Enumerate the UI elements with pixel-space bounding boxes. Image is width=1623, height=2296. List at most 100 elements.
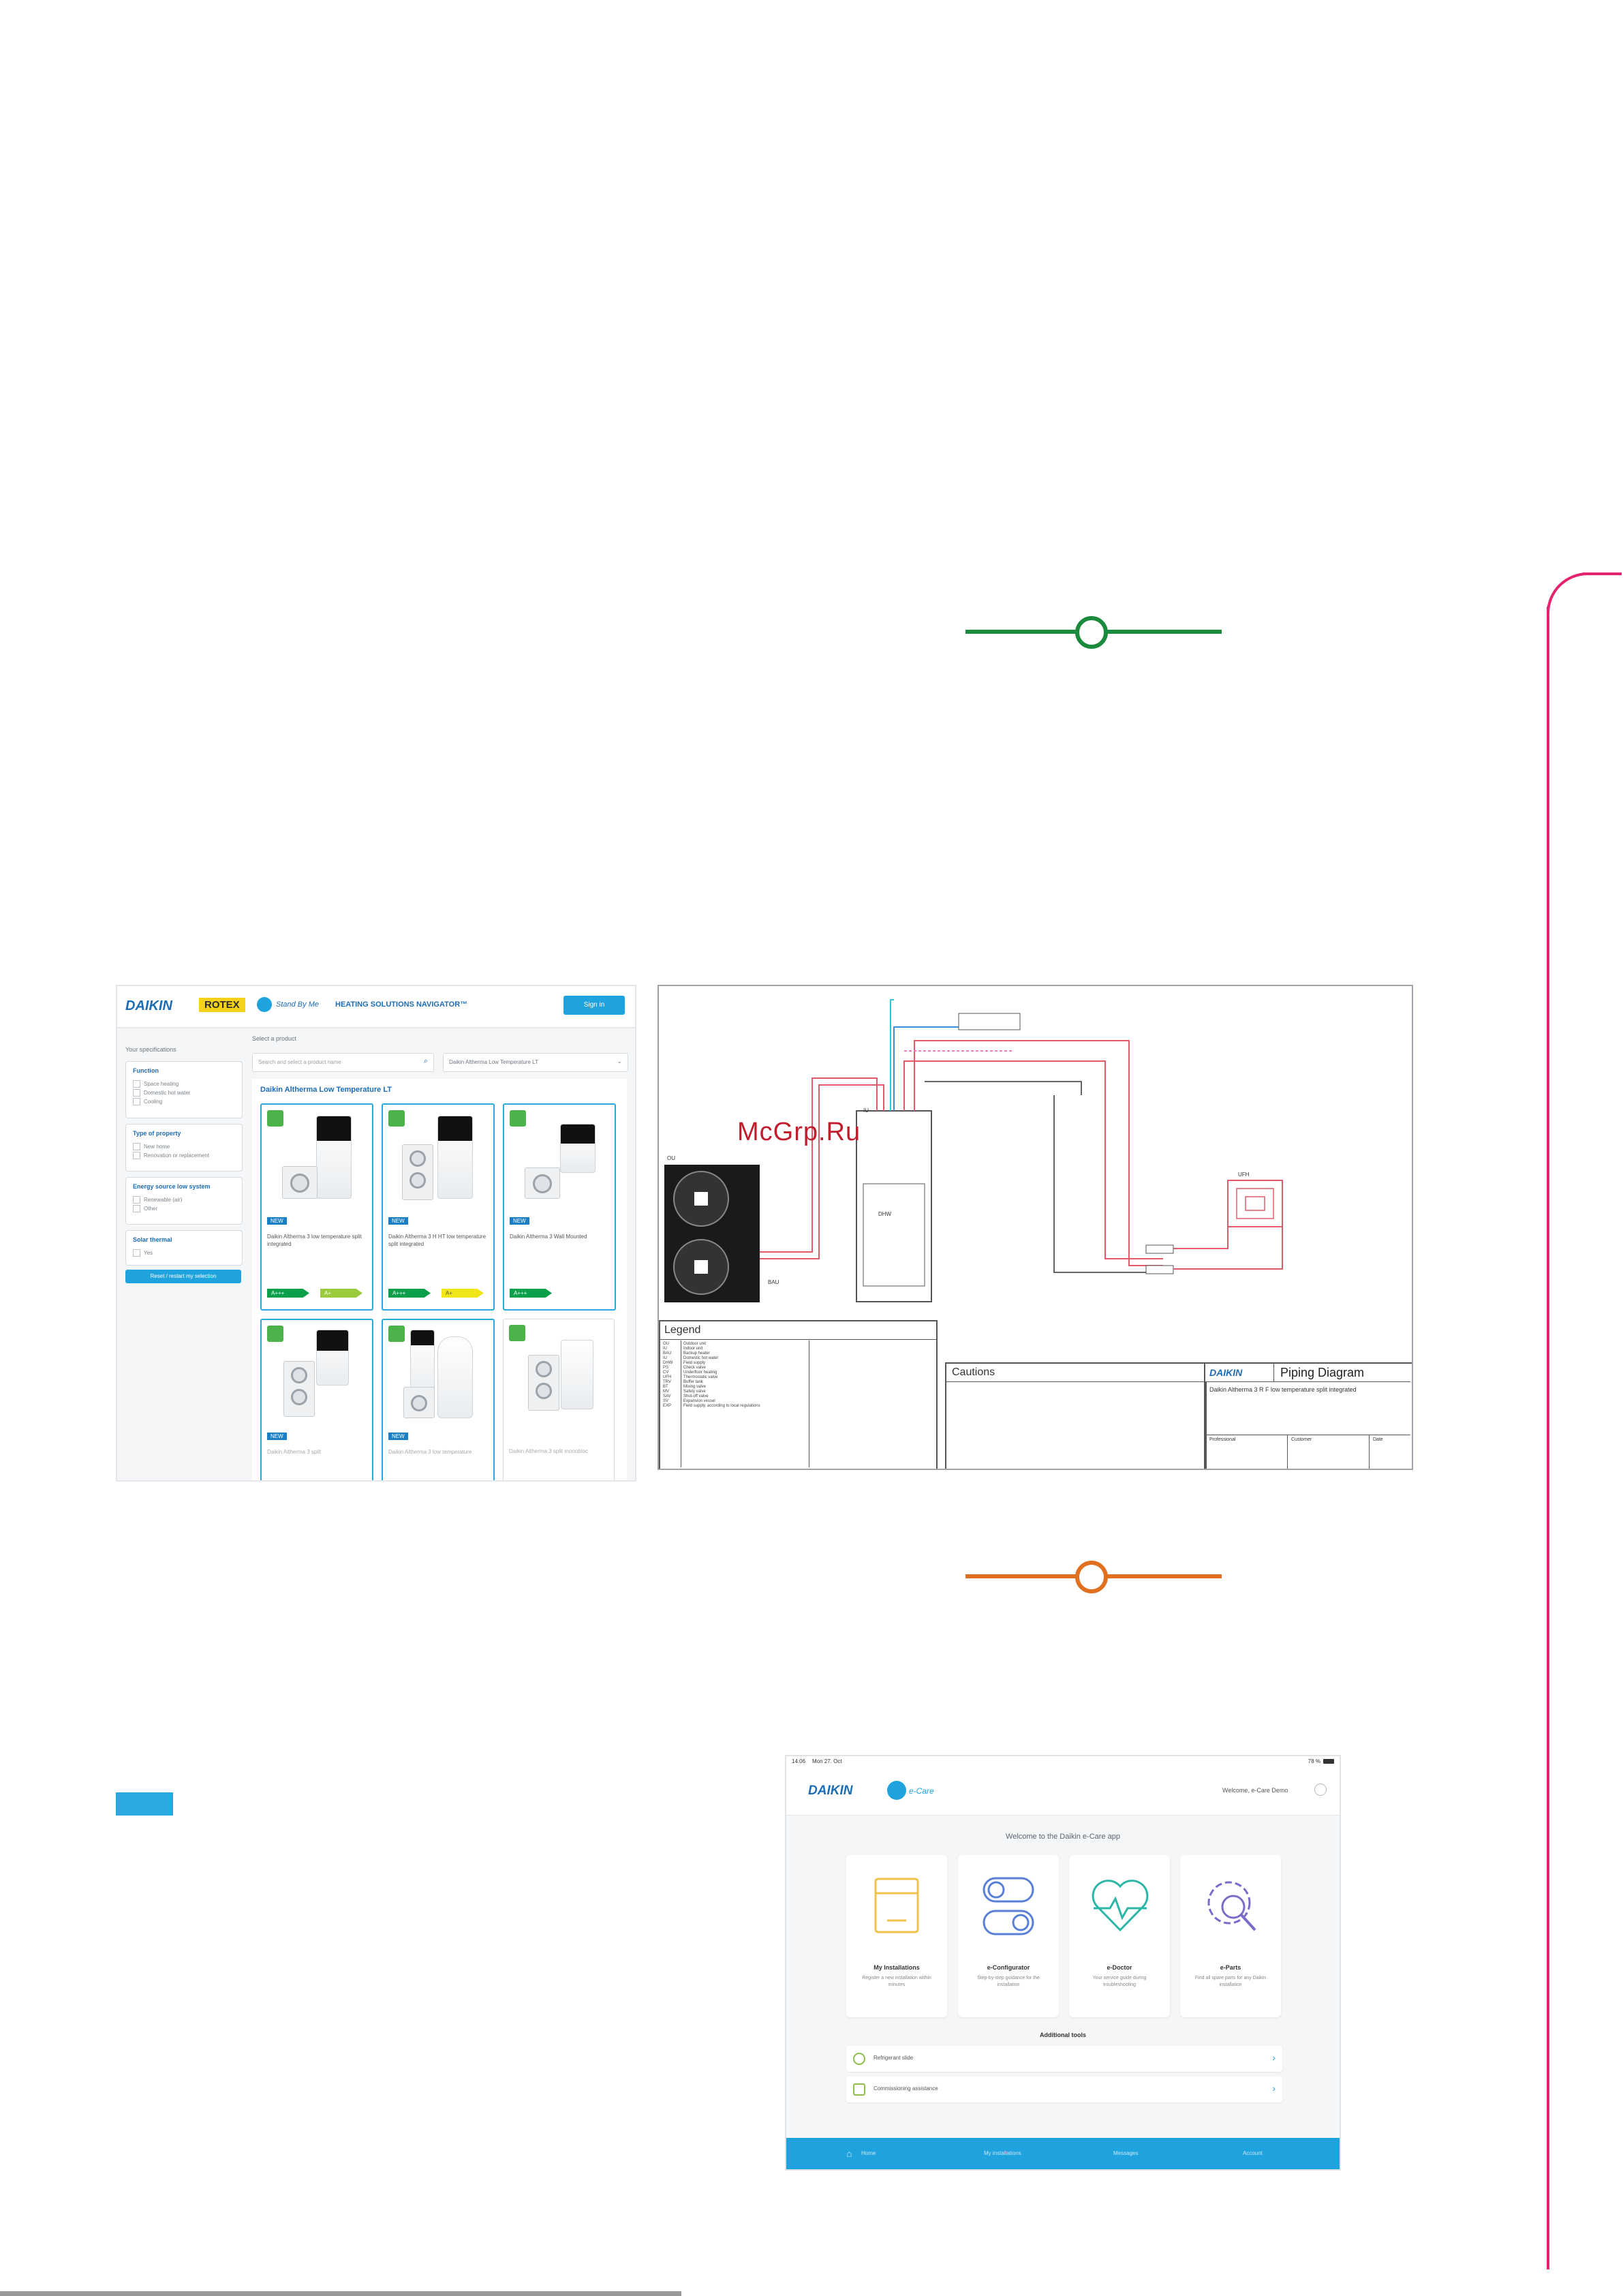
welcome-user[interactable]: Welcome, e-Care Demo: [1222, 1787, 1288, 1794]
energy-label-b: A+: [442, 1289, 484, 1298]
title-block: DAIKIN Piping Diagram Daikin Altherma 3 …: [1204, 1362, 1412, 1469]
energy-label-b: A+: [320, 1289, 362, 1298]
ufh-loop: [1245, 1196, 1265, 1211]
filter-option[interactable]: Other: [133, 1204, 235, 1213]
status-date: Mon 27. Oct: [812, 1758, 842, 1764]
tool-refrigerant[interactable]: Refrigerant slide ›: [846, 2046, 1282, 2072]
filter-option[interactable]: Renewable (air): [133, 1195, 235, 1204]
tile-parts[interactable]: e-Parts Find all spare parts for any Dai…: [1180, 1855, 1281, 2017]
accent-box: [116, 1792, 173, 1816]
page-frame-side: [1547, 607, 1549, 2269]
configurator-icon: [983, 1877, 1034, 1935]
tool-label: Commissioning assistance: [874, 2085, 938, 2092]
watermark-text: McGrp.Ru: [737, 1118, 861, 1146]
eco-leaf-icon: [267, 1110, 283, 1127]
label-iu: IU: [863, 1107, 869, 1114]
piping-schematic: [664, 999, 1283, 1302]
return-pipe: [893, 1026, 979, 1111]
return-pipe: [1053, 1095, 1163, 1273]
product-card[interactable]: NEW Daikin Altherma 3 split: [260, 1319, 373, 1480]
product-tag: NEW: [510, 1217, 529, 1225]
reset-selection-button[interactable]: Reset / restart my selection: [125, 1270, 241, 1283]
tool-commissioning[interactable]: Commissioning assistance ›: [846, 2077, 1282, 2102]
tile-desc: Register a new installation within minut…: [862, 1976, 931, 1987]
ufh-pipe: [1173, 1227, 1228, 1249]
status-bar: 14:06 Mon 27. Oct 78 %: [786, 1756, 1340, 1767]
filter-option[interactable]: Yes: [133, 1249, 235, 1257]
home-icon[interactable]: ⌂: [846, 2148, 852, 2159]
eco-leaf-icon: [267, 1326, 283, 1342]
energy-label-a: A+++: [267, 1289, 309, 1298]
label-ou: OU: [667, 1155, 675, 1161]
page-frame-corner: [1547, 572, 1588, 613]
manifold-symbol: [1145, 1244, 1174, 1254]
nav-account[interactable]: Account: [1243, 2150, 1263, 2156]
product-card[interactable]: NEW Daikin Altherma 3 H HT low temperatu…: [382, 1103, 495, 1311]
eco-leaf-icon: [388, 1110, 405, 1127]
filter-option[interactable]: Space heating: [133, 1080, 235, 1088]
filter-option[interactable]: Domestic hot water: [133, 1088, 235, 1097]
chevron-right-icon: ›: [1272, 2083, 1276, 2094]
tile-desc: Your service guide during troubleshootin…: [1092, 1976, 1147, 1987]
energy-label-a: A+++: [388, 1289, 431, 1298]
product-name: Daikin Altherma 3 Wall Mounted: [510, 1234, 587, 1240]
manifold-symbol: [1145, 1265, 1174, 1274]
ufh-pipe: [1173, 1227, 1283, 1270]
product-card[interactable]: NEW Daikin Altherma 3 low temperature: [382, 1319, 495, 1480]
filter-option[interactable]: Renovation or replacement: [133, 1151, 235, 1160]
tile-title: e-Parts: [1220, 1964, 1241, 1971]
product-select-value: Daikin Altherma Low Temperature LT: [449, 1059, 538, 1065]
user-icon[interactable]: [1314, 1784, 1327, 1796]
flow-pipe: [760, 1084, 884, 1259]
product-name: Daikin Altherma 3 H HT low temperature s…: [388, 1234, 486, 1247]
indoor-unit-image: [437, 1116, 473, 1199]
tile-doctor[interactable]: e-Doctor Your service guide during troub…: [1069, 1855, 1170, 2017]
eco-leaf-icon: [388, 1326, 405, 1342]
tank-symbol: [863, 1183, 925, 1287]
filter-title: Solar thermal: [133, 1236, 172, 1243]
chevron-down-icon: ⌄: [617, 1058, 622, 1065]
fan-hub: [694, 1192, 708, 1206]
tools-heading: Additional tools: [1040, 2032, 1086, 2038]
nav-home[interactable]: Home: [861, 2150, 876, 2156]
product-description: Daikin Altherma 3 R F low temperature sp…: [1209, 1386, 1357, 1393]
product-select[interactable]: Daikin Altherma Low Temperature LT ⌄: [443, 1053, 628, 1072]
tank-image: [437, 1336, 473, 1418]
indoor-unit-image: [316, 1330, 349, 1386]
rotex-logo: ROTEX: [199, 998, 245, 1012]
search-icon[interactable]: ⌕: [423, 1057, 428, 1065]
product-panel: Daikin Altherma Low Temperature LT NEW D…: [252, 1079, 627, 1480]
return-pipe: [890, 999, 894, 1111]
filter-option[interactable]: Cooling: [133, 1097, 235, 1106]
tile-desc: Step-by-step guidance for the installati…: [977, 1976, 1040, 1987]
product-card[interactable]: NEW Daikin Altherma 3 Wall Mounted A+++: [503, 1103, 616, 1311]
product-search-field[interactable]: Search and select a product name ⌕: [252, 1053, 434, 1072]
category-title: Daikin Altherma Low Temperature LT: [260, 1086, 392, 1094]
navigator-screenshot: DAIKIN ROTEX Stand By Me HEATING SOLUTIO…: [116, 985, 636, 1482]
welcome-heading: Welcome to the Daikin e-Care app: [1006, 1833, 1120, 1841]
tool-label: Refrigerant slide: [874, 2055, 914, 2061]
status-battery: 78 %: [1308, 1758, 1320, 1764]
tile-installations[interactable]: My Installations Register a new installa…: [846, 1855, 947, 2017]
commissioning-icon: [853, 2083, 865, 2096]
flow-pipe: [903, 1060, 1163, 1259]
nav-messages[interactable]: Messages: [1113, 2150, 1139, 2156]
tile-title: e-Doctor: [1107, 1964, 1132, 1971]
label-ufh: UFH: [1238, 1172, 1250, 1178]
outdoor-unit-image: [403, 1387, 435, 1418]
sign-in-button[interactable]: Sign in: [563, 996, 625, 1015]
filter-solar: Solar thermal Yes: [125, 1230, 243, 1266]
ecare-logo-icon: [887, 1781, 906, 1800]
product-card[interactable]: NEW Daikin Altherma 3 low temperature sp…: [260, 1103, 373, 1311]
label-dhw: DHW: [878, 1211, 892, 1217]
filter-option[interactable]: New home: [133, 1142, 235, 1151]
product-card[interactable]: Daikin Altherma 3 split monobloc: [503, 1319, 615, 1480]
nav-installations[interactable]: My installations: [984, 2150, 1021, 2156]
outdoor-unit-image: [525, 1167, 560, 1199]
app-name: e-Care: [909, 1786, 934, 1796]
product-search-placeholder: Search and select a product name: [258, 1059, 341, 1065]
tile-configurator[interactable]: e-Configurator Step-by-step guidance for…: [958, 1855, 1059, 2017]
flow-pipe: [914, 1040, 1163, 1266]
